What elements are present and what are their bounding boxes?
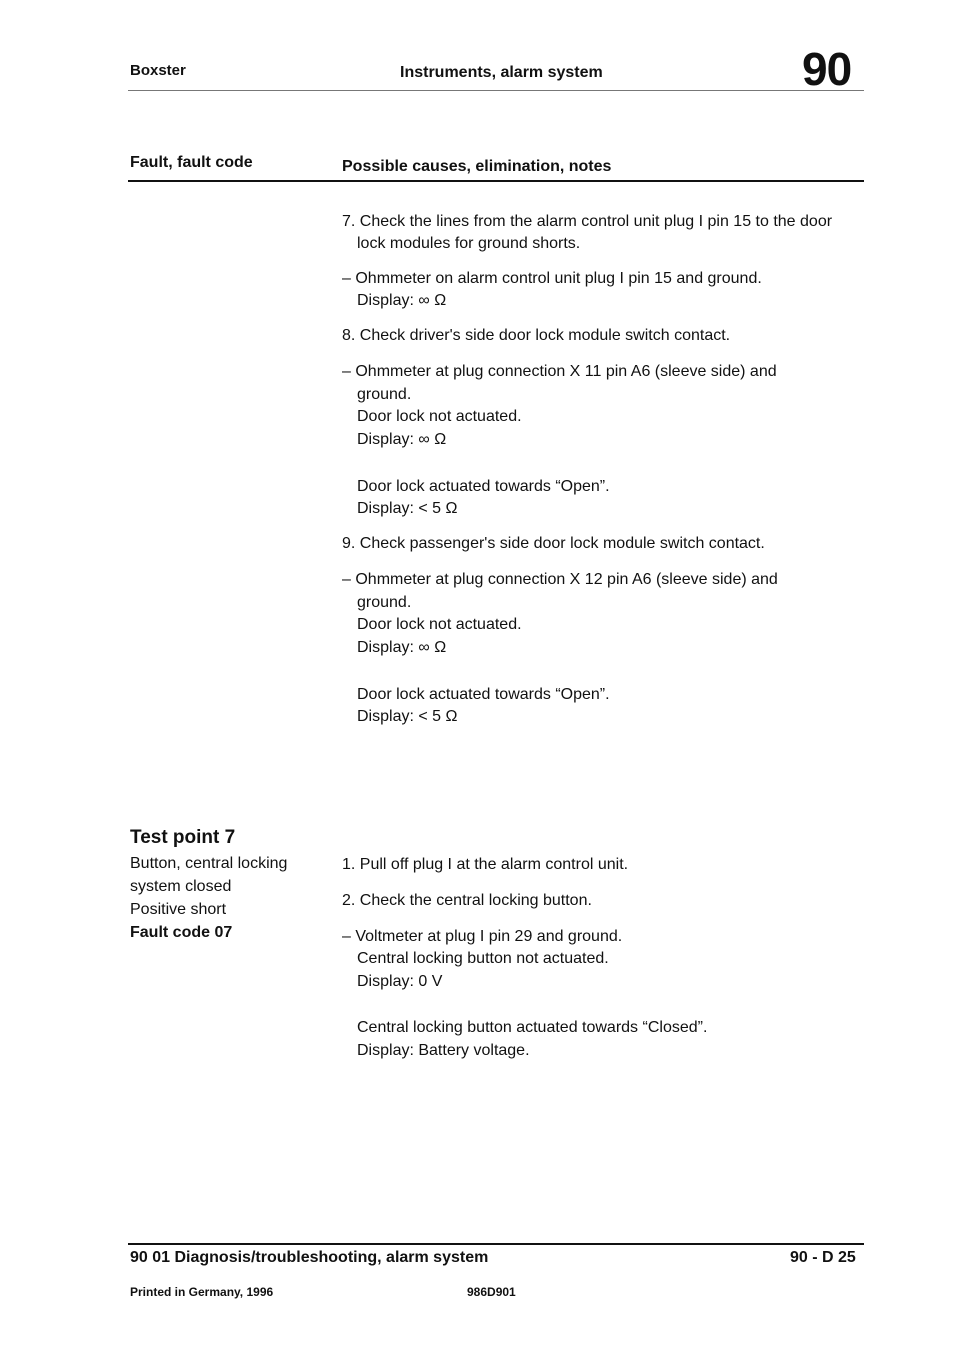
body-line: Central locking button not actuated. — [357, 950, 609, 967]
body-line: Door lock not actuated. — [357, 408, 522, 425]
body-line: Display: ∞ Ω — [357, 639, 447, 656]
footer-document-number: 986D901 — [467, 1285, 516, 1299]
body-line: – Ohmmeter at plug connection X 12 pin A… — [342, 571, 778, 588]
body-line: Display: 0 V — [357, 973, 443, 990]
test-point-description-line: Positive short — [130, 901, 227, 918]
body-line: – Ohmmeter on alarm control unit plug I … — [342, 270, 762, 287]
column-heading-causes: Possible causes, elimination, notes — [342, 158, 612, 175]
body-line: Display: ∞ Ω — [357, 292, 447, 309]
test-point-block: Test point 7 Button, central locking sys… — [130, 824, 330, 944]
body-line: – Ohmmeter at plug connection X 11 pin A… — [342, 363, 777, 380]
body-line: Display: < 5 Ω — [357, 500, 458, 517]
column-heading-fault: Fault, fault code — [130, 154, 253, 171]
header-chapter-title: Instruments, alarm system — [400, 64, 603, 81]
footer-divider — [128, 1243, 864, 1245]
body-line: Display: ∞ Ω — [357, 431, 447, 448]
body-line: 1. Pull off plug I at the alarm control … — [342, 856, 629, 873]
header-section-number: 90 — [802, 43, 852, 95]
footer-print-note: Printed in Germany, 1996 — [130, 1285, 274, 1299]
body-line: Display: < 5 Ω — [357, 708, 458, 725]
body-line: – Voltmeter at plug I pin 29 and ground. — [342, 928, 623, 945]
body-line: Display: Battery voltage. — [357, 1042, 530, 1059]
body-line: 7. Check the lines from the alarm contro… — [342, 213, 833, 230]
column-heading-divider — [128, 180, 864, 182]
body-line: lock modules for ground shorts. — [357, 235, 581, 252]
body-line: ground. — [357, 594, 412, 611]
footer-section-title: 90 01 Diagnosis/troubleshooting, alarm s… — [130, 1249, 489, 1266]
body-line: Door lock not actuated. — [357, 616, 522, 633]
body-line: Door lock actuated towards “Open”. — [357, 686, 610, 703]
body-line: ground. — [357, 386, 412, 403]
header-divider — [128, 90, 864, 91]
body-line: 2. Check the central locking button. — [342, 892, 592, 909]
test-point-title: Test point 7 — [130, 827, 236, 848]
test-point-description-line: Button, central locking — [130, 855, 288, 872]
footer-page-number: 90 - D 25 — [790, 1249, 856, 1266]
body-line: 8. Check driver's side door lock module … — [342, 327, 731, 344]
body-line: Central locking button actuated towards … — [357, 1019, 708, 1036]
body-line: 9. Check passenger's side door lock modu… — [342, 535, 765, 552]
header-model: Boxster — [130, 62, 186, 79]
body-line: Door lock actuated towards “Open”. — [357, 478, 610, 495]
test-point-description-line: system closed — [130, 878, 232, 895]
fault-code: Fault code 07 — [130, 924, 233, 941]
